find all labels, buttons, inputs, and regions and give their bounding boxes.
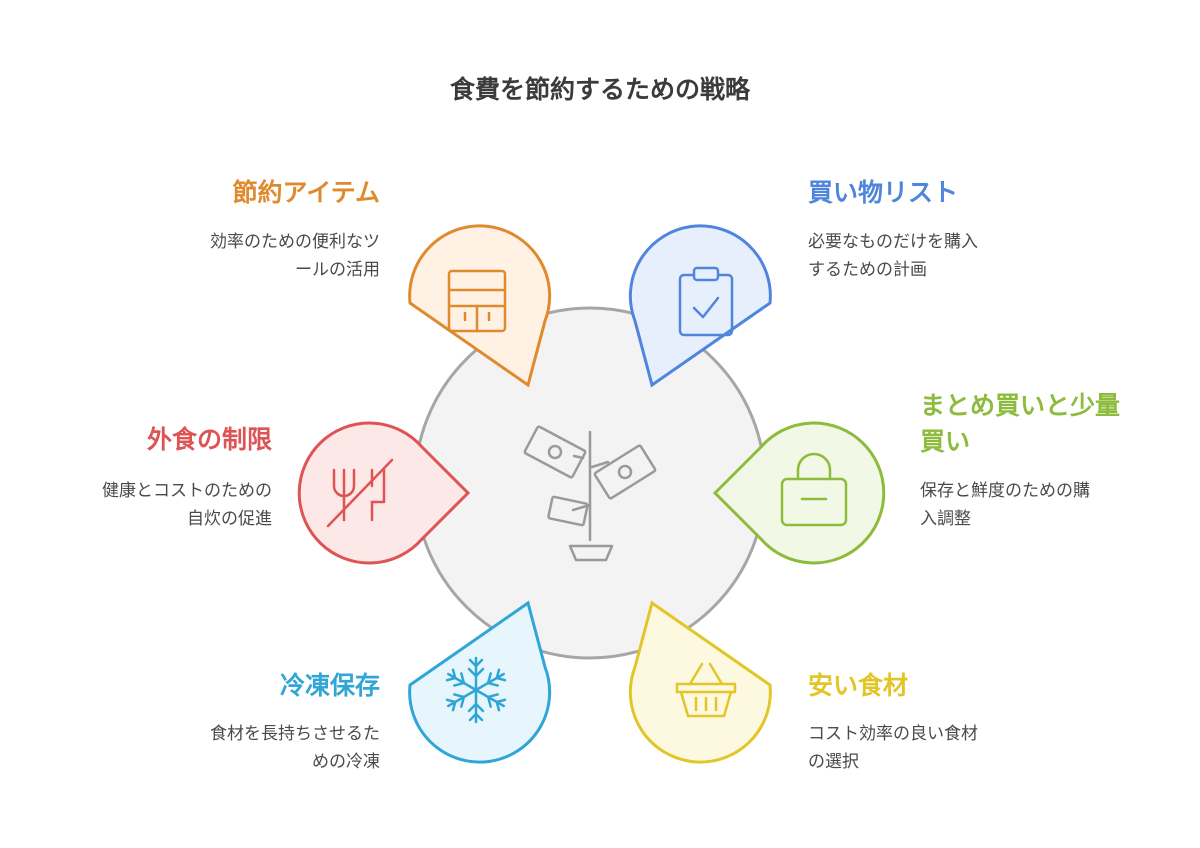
desc-line: 食材を長持ちさせるた	[210, 724, 380, 744]
cabinet-icon	[447, 269, 507, 333]
label-line: まとめ買いと少量	[920, 391, 1121, 420]
label-shopping-list: 買い物リスト	[808, 178, 959, 207]
money-plant-icon	[523, 425, 657, 562]
petal-freezing	[408, 600, 552, 764]
desc-saving-items: 効率のための便利なツ ールの活用	[130, 228, 380, 284]
desc-line: 自炊の促進	[187, 509, 272, 529]
desc-shopping-list: 必要なものだけを購入 するための計画	[808, 228, 1068, 284]
label-saving-items: 節約アイテム	[232, 178, 380, 207]
label-cheap-ingredients: 安い食材	[808, 671, 909, 700]
label-bulk-buying: まとめ買いと少量 買い	[920, 388, 1180, 460]
diagram-title: 食費を節約するための戦略	[449, 75, 750, 104]
desc-cheap-ingredients: コスト効率の良い食材 の選択	[808, 720, 1068, 776]
desc-freezing: 食材を長持ちさせるた めの冷凍	[130, 720, 380, 776]
desc-line: ールの活用	[295, 260, 380, 280]
clipboard-check-icon	[678, 266, 734, 337]
label-freezing: 冷凍保存	[279, 671, 380, 700]
bag-icon	[780, 452, 848, 527]
desc-line: めの冷凍	[312, 752, 380, 772]
basket-icon	[675, 662, 737, 718]
desc-line: 必要なものだけを購入	[808, 232, 978, 252]
snowflake-icon	[443, 656, 509, 724]
label-eating-out: 外食の制限	[146, 425, 272, 454]
desc-line: するための計画	[808, 260, 927, 280]
no-fork-knife-icon	[326, 458, 394, 528]
desc-line: 健康とコストのための	[102, 481, 272, 501]
desc-line: の選択	[808, 752, 859, 772]
desc-eating-out: 健康とコストのための 自炊の促進	[20, 477, 272, 533]
desc-line: 保存と鮮度のための購	[920, 481, 1090, 501]
label-line: 買い	[920, 427, 971, 456]
desc-bulk-buying: 保存と鮮度のための購 入調整	[920, 477, 1180, 533]
petal-cheap-ingredients	[628, 600, 772, 764]
petal-shopping-list	[628, 224, 772, 388]
petal-bulk-buying	[712, 421, 886, 565]
desc-line: 入調整	[920, 509, 971, 529]
desc-line: 効率のための便利なツ	[210, 232, 380, 252]
desc-line: コスト効率の良い食材	[808, 724, 978, 744]
